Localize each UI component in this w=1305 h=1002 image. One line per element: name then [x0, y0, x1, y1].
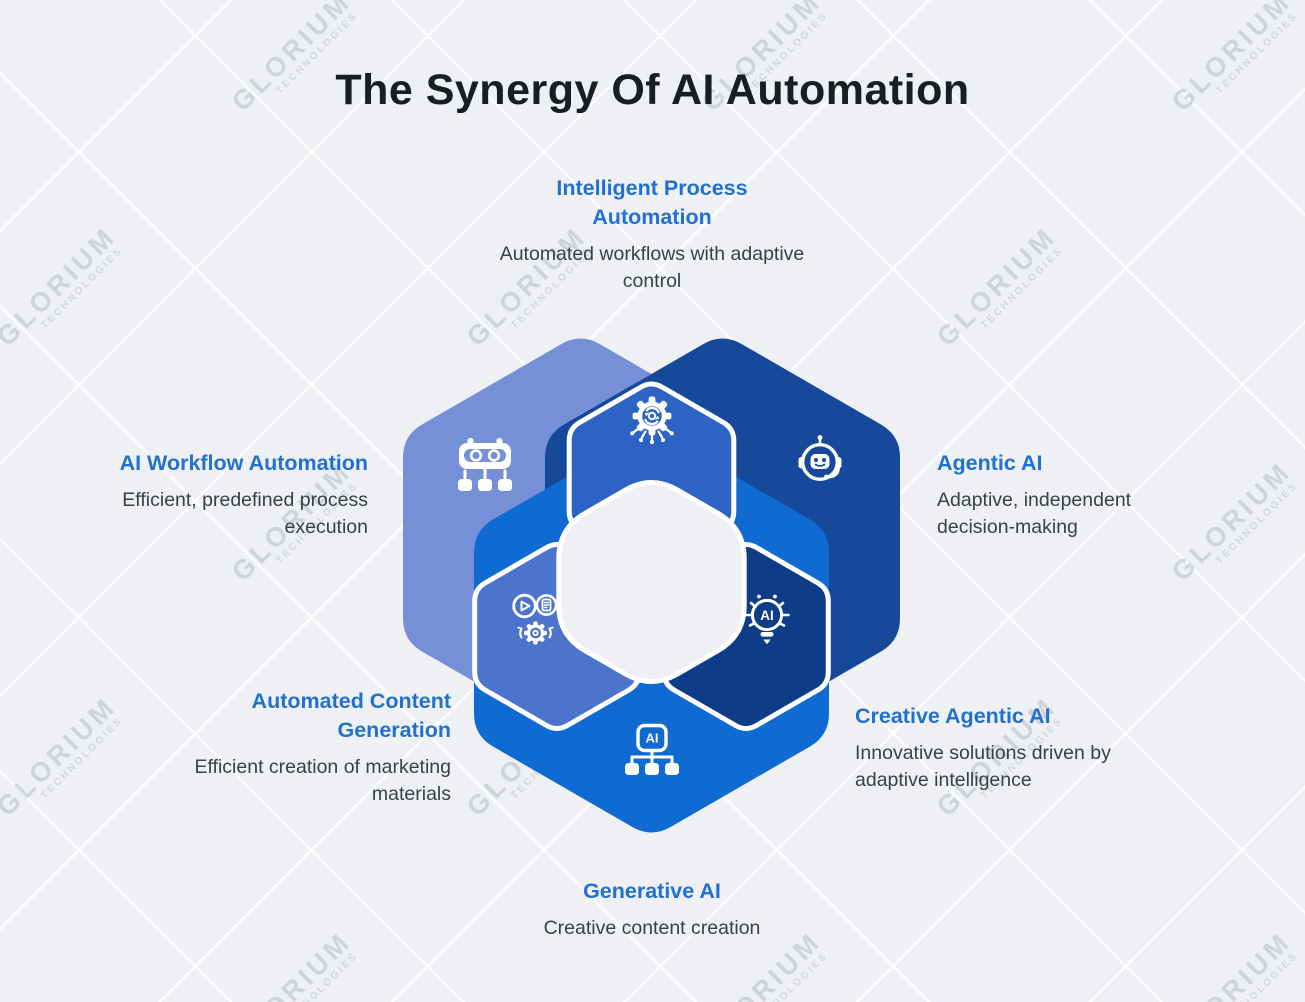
network-ai-label: AI: [646, 731, 659, 746]
workflow-robot-icon: [452, 433, 518, 498]
section-agentic-ai: Agentic AI Adaptive, independent decisio…: [937, 449, 1177, 541]
section-description: Adaptive, independent decision-making: [937, 489, 1132, 539]
section-title: Creative Agentic AI: [855, 704, 1051, 728]
bulb-ai-label: AI: [760, 608, 774, 623]
section-intelligent-process-automation: Intelligent Process Automation Automated…: [452, 174, 852, 295]
section-description: Efficient creation of marketing material…: [194, 756, 451, 806]
section-creative-agentic-ai: Creative Agentic AI Innovative solutions…: [855, 702, 1155, 794]
section-title: Intelligent Process Automation: [556, 176, 748, 230]
section-ai-workflow-automation: AI Workflow Automation Efficient, predef…: [68, 449, 368, 541]
support-robot-icon: [790, 432, 850, 497]
section-automated-content-generation: Automated Content Generation Efficient c…: [151, 687, 451, 808]
page-title: The Synergy Of AI Automation: [335, 66, 970, 114]
media-generation-icon: [508, 593, 566, 656]
gear-sync-icon: [620, 392, 684, 455]
section-title: Agentic AI: [937, 451, 1043, 475]
section-description: Efficient, predefined process execution: [122, 489, 368, 539]
section-description: Automated workflows with adaptive contro…: [499, 243, 805, 293]
hexagon-center: [556, 480, 747, 684]
section-description: Creative content creation: [543, 917, 761, 940]
section-title: Generative AI: [583, 879, 721, 903]
section-description: Innovative solutions driven by adaptive …: [855, 742, 1111, 792]
section-title: AI Workflow Automation: [119, 451, 368, 475]
ai-bulb-icon: AI: [739, 590, 795, 657]
section-title: Automated Content Generation: [251, 689, 451, 743]
ai-network-icon: AI: [619, 722, 685, 787]
section-generative-ai: Generative AI Creative content creation: [452, 877, 852, 942]
